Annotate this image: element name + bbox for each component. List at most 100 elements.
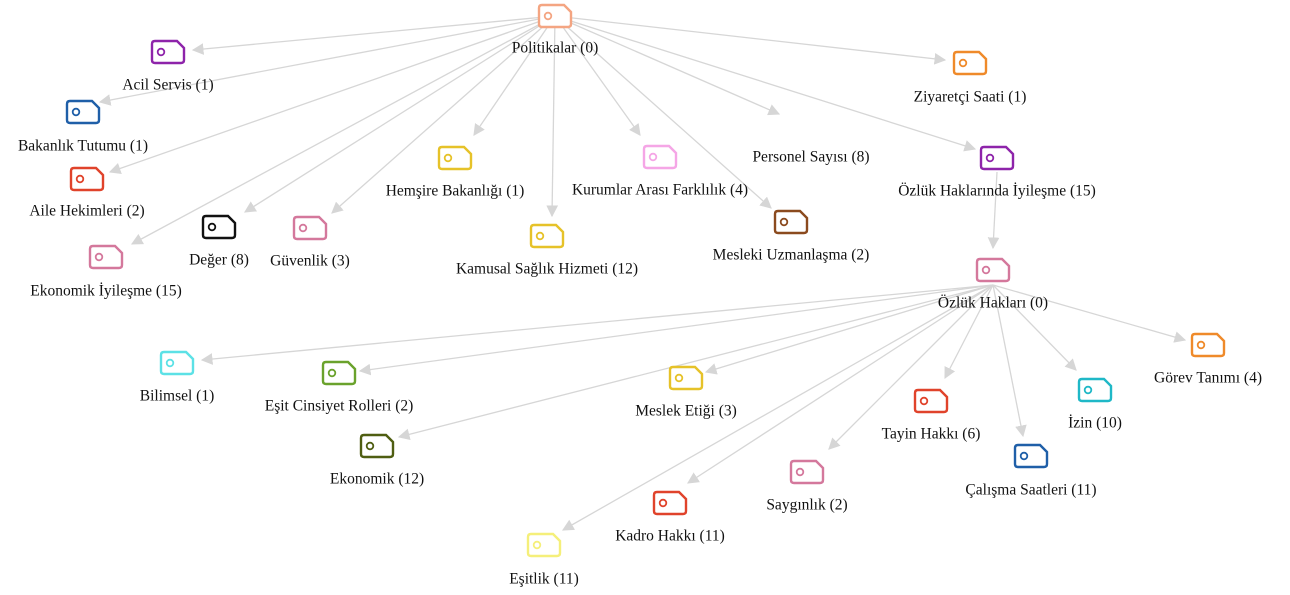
tag-icon [201, 214, 237, 240]
node-bilimsel[interactable]: Bilimsel (1) [140, 350, 214, 405]
edge-ozluk-to-kadro [687, 284, 994, 484]
node-esitcins[interactable]: Eşit Cinsiyet Rolleri (2) [265, 360, 414, 415]
node-ozluk[interactable]: Özlük Hakları (0) [938, 257, 1048, 312]
node-bakanlik[interactable]: Bakanlık Tutumu (1) [18, 99, 148, 155]
node-kurumlar[interactable]: Kurumlar Arası Farklılık (4) [572, 144, 748, 199]
edges-layer [98, 15, 1187, 531]
tag-icon [668, 365, 704, 391]
node-deger[interactable]: Değer (8) [189, 214, 249, 269]
node-label: Personel Sayısı (8) [752, 149, 869, 166]
edge-politikalar-to-mesleki [554, 15, 772, 209]
tag-icon [69, 166, 105, 192]
node-label: Ziyaretçi Saati (1) [914, 89, 1027, 106]
node-label: İzin (10) [1068, 415, 1122, 432]
node-label: Eşit Cinsiyet Rolleri (2) [265, 398, 414, 415]
edge-politikalar-to-deger [244, 15, 556, 213]
node-label: Kurumlar Arası Farklılık (4) [572, 182, 748, 199]
node-label: Kadro Hakkı (11) [615, 528, 725, 545]
node-label: Hemşire Bakanlığı (1) [386, 183, 525, 200]
node-label: Kamusal Sağlık Hizmeti (12) [456, 261, 638, 278]
node-label: Bakanlık Tutumu (1) [18, 138, 148, 155]
node-ziyaretci[interactable]: Ziyaretçi Saati (1) [914, 50, 1027, 106]
edge-ozluk-to-saygi [828, 284, 994, 450]
edge-politikalar-to-guvenlik [331, 15, 556, 214]
edge-ozluk-to-esitlik [561, 284, 994, 531]
node-ozlukiyi[interactable]: Özlük Haklarında İyileşme (15) [898, 145, 1096, 200]
node-label: Özlük Haklarında İyileşme (15) [898, 183, 1096, 200]
node-ekonomik[interactable]: Ekonomik (12) [330, 433, 424, 488]
tag-icon [652, 490, 688, 516]
edge-ozluk-to-calisma [992, 284, 1027, 438]
nodes-layer: Politikalar (0) Acil Servis (1) Bakanlık T… [18, 3, 1262, 588]
tag-icon [1013, 443, 1049, 469]
tag-icon [359, 433, 395, 459]
node-label: Değer (8) [189, 252, 249, 269]
edge-ozlukiyi-to-ozluk [987, 171, 1000, 250]
tag-icon [789, 459, 825, 485]
tag-icon [529, 223, 565, 249]
edge-politikalar-to-kurumlar [554, 15, 641, 136]
node-label: Saygınlık (2) [766, 497, 847, 514]
node-label: Tayin Hakkı (6) [882, 426, 981, 443]
node-label: Ekonomik İyileşme (15) [30, 283, 182, 300]
edge-ozluk-to-izin [992, 284, 1077, 371]
node-calisma[interactable]: Çalışma Saatleri (11) [965, 443, 1097, 499]
node-meslek[interactable]: Meslek Etiği (3) [635, 365, 737, 420]
edge-ozluk-to-esitcins [358, 284, 994, 376]
node-tayin[interactable]: Tayin Hakkı (6) [882, 388, 981, 443]
tag-icon [150, 39, 186, 65]
edge-ozluk-to-tayin [944, 284, 994, 380]
node-aile[interactable]: Aile Hekimleri (2) [29, 166, 145, 220]
node-label: Çalışma Saatleri (11) [965, 482, 1096, 499]
node-personel[interactable]: Personel Sayısı (8) [752, 149, 869, 166]
edge-ozluk-to-meslek [704, 284, 994, 375]
node-label: Aile Hekimleri (2) [29, 203, 144, 220]
node-label: Meslek Etiği (3) [635, 403, 737, 420]
tag-icon [292, 215, 328, 241]
edge-politikalar-to-kamusal [546, 15, 559, 218]
tag-icon [952, 50, 988, 76]
node-hemsire[interactable]: Hemşire Bakanlığı (1) [386, 145, 525, 200]
node-label: Mesleki Uzmanlaşma (2) [713, 247, 870, 264]
node-kadro[interactable]: Kadro Hakkı (11) [615, 490, 725, 545]
node-esitlik[interactable]: Eşitlik (11) [509, 532, 579, 588]
tag-icon [642, 144, 678, 170]
tag-icon [1190, 332, 1226, 358]
node-gorev[interactable]: Görev Tanımı (4) [1154, 332, 1262, 387]
node-mesleki[interactable]: Mesleki Uzmanlaşma (2) [713, 209, 870, 264]
node-ekoiyi[interactable]: Ekonomik İyileşme (15) [30, 244, 182, 300]
node-kamusal[interactable]: Kamusal Sağlık Hizmeti (12) [456, 223, 638, 278]
tag-icon [159, 350, 195, 376]
tag-icon [913, 388, 949, 414]
node-saygi[interactable]: Saygınlık (2) [766, 459, 848, 514]
tag-icon [773, 209, 809, 235]
edge-ozluk-to-ekonomik [397, 284, 994, 441]
node-label: Eşitlik (11) [509, 571, 579, 588]
edge-ozluk-to-bilimsel [200, 284, 994, 365]
node-label: Bilimsel (1) [140, 388, 214, 405]
node-label: Ekonomik (12) [330, 471, 424, 488]
tag-icon [437, 145, 473, 171]
tag-icon [975, 257, 1011, 283]
node-label: Acil Servis (1) [122, 77, 213, 94]
edge-politikalar-to-ozlukiyi [554, 15, 977, 152]
node-label: Özlük Hakları (0) [938, 295, 1048, 312]
tag-icon [526, 532, 562, 558]
edge-politikalar-to-aile [108, 15, 556, 175]
node-guvenlik[interactable]: Güvenlik (3) [270, 215, 350, 270]
edge-politikalar-to-ziyaretci [554, 15, 947, 65]
tag-icon [88, 244, 124, 270]
node-izin[interactable]: İzin (10) [1068, 377, 1122, 432]
edge-politikalar-to-ekoiyi [130, 15, 556, 245]
tag-icon [537, 3, 573, 29]
node-label: Politikalar (0) [512, 40, 599, 57]
tag-icon [1077, 377, 1113, 403]
node-acil[interactable]: Acil Servis (1) [122, 39, 214, 94]
tag-icon [321, 360, 357, 386]
node-politikalar[interactable]: Politikalar (0) [512, 3, 599, 57]
edge-ozluk-to-gorev [992, 284, 1187, 343]
node-label: Güvenlik (3) [270, 253, 350, 270]
tag-icon [65, 99, 101, 125]
edge-politikalar-to-acil [191, 15, 556, 55]
